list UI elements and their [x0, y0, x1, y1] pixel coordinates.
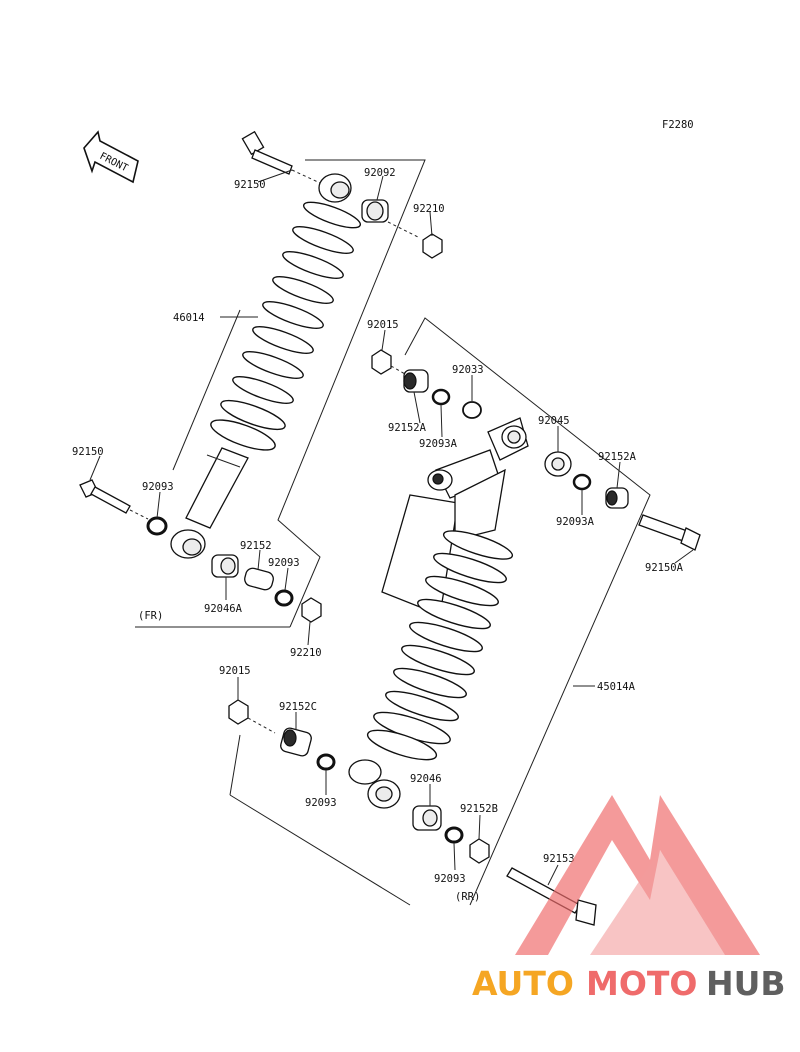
ring-92033 — [462, 401, 482, 419]
front-arrow-icon: FRONT — [83, 130, 139, 184]
rear-lower-eye — [348, 759, 401, 809]
bolt-92150-left — [79, 479, 131, 514]
bushing-92046A — [211, 554, 239, 578]
bushing-92046 — [412, 805, 442, 831]
label-92152B: 92152B — [460, 803, 498, 815]
watermark-moto: MOTO — [586, 964, 697, 1003]
automotohub-logo — [515, 795, 760, 955]
label-92033: 92033 — [452, 364, 484, 376]
label-92210-bottom: 92210 — [290, 647, 322, 659]
nut-92210-top — [422, 233, 443, 259]
collar-92152A-left — [403, 369, 429, 393]
label-92152A-left: 92152A — [388, 422, 427, 434]
label-92153: 92153 — [543, 853, 575, 865]
part-labels: 92150 92092 92210 46014 92150 92093 9215… — [72, 167, 684, 903]
label-92152C: 92152C — [279, 701, 317, 713]
bolt-92150A — [638, 514, 701, 551]
front-shock-absorber — [79, 130, 443, 628]
collar-92152A-right — [605, 487, 629, 509]
washer-92093-left — [146, 516, 168, 536]
label-92046A: 92046A — [204, 603, 243, 615]
label-92150-top: 92150 — [234, 179, 266, 191]
label-45014A: 45014A — [597, 681, 636, 693]
nut-92015-bottom — [228, 699, 249, 725]
label-92093A-left: 92093A — [419, 438, 458, 450]
watermark-text: AUTO MOTO HUB — [472, 964, 786, 1003]
label-92046: 92046 — [410, 773, 442, 785]
front-lower-eye — [170, 529, 206, 559]
collar-92152C — [280, 727, 312, 757]
label-92152-fr: 92152 — [240, 540, 272, 552]
watermark-auto: AUTO — [472, 964, 574, 1003]
watermark-hub: HUB — [706, 964, 786, 1003]
label-fr: (FR) — [138, 610, 163, 622]
label-46014: 46014 — [173, 312, 205, 324]
label-92093-rr-left: 92093 — [305, 797, 337, 809]
label-92150A: 92150A — [645, 562, 684, 574]
bolt-92150-top — [241, 130, 293, 175]
figure-code: F2280 — [662, 119, 694, 131]
leader-lines — [89, 169, 694, 886]
nut-92210-bottom — [301, 597, 322, 623]
label-92093-rr: 92093 — [434, 873, 466, 885]
label-92092: 92092 — [364, 167, 396, 179]
label-rr: (RR) — [455, 891, 480, 903]
rear-shock-absorber — [228, 317, 701, 926]
label-92015-bottom: 92015 — [219, 665, 251, 677]
nut-92015-top — [371, 349, 392, 375]
label-92210-top: 92210 — [413, 203, 445, 215]
washer-92093A-left — [431, 388, 451, 406]
collar-92152 — [244, 567, 274, 591]
rear-top-eye — [427, 417, 529, 499]
nut-92152B — [469, 838, 490, 864]
front-coil-spring — [210, 201, 362, 451]
top-eye-bushing — [318, 173, 352, 203]
label-92015-top: 92015 — [367, 319, 399, 331]
rear-shock-top-body — [454, 468, 506, 541]
label-92045: 92045 — [538, 415, 570, 427]
label-92093-left: 92093 — [142, 481, 174, 493]
washer-92093-rr-left — [316, 753, 336, 771]
washer-92093-rr — [444, 826, 464, 844]
washer-92093-fr — [274, 589, 294, 607]
rear-coil-spring — [366, 530, 514, 761]
collar-92092 — [361, 199, 389, 223]
label-92152A-right: 92152A — [598, 451, 637, 463]
label-92093A-right: 92093A — [556, 516, 595, 528]
label-92093-fr: 92093 — [268, 557, 300, 569]
label-92150-left: 92150 — [72, 446, 104, 458]
front-shock-body — [185, 447, 249, 529]
washer-92093A-right — [572, 473, 592, 491]
bushing-92045 — [544, 451, 572, 477]
